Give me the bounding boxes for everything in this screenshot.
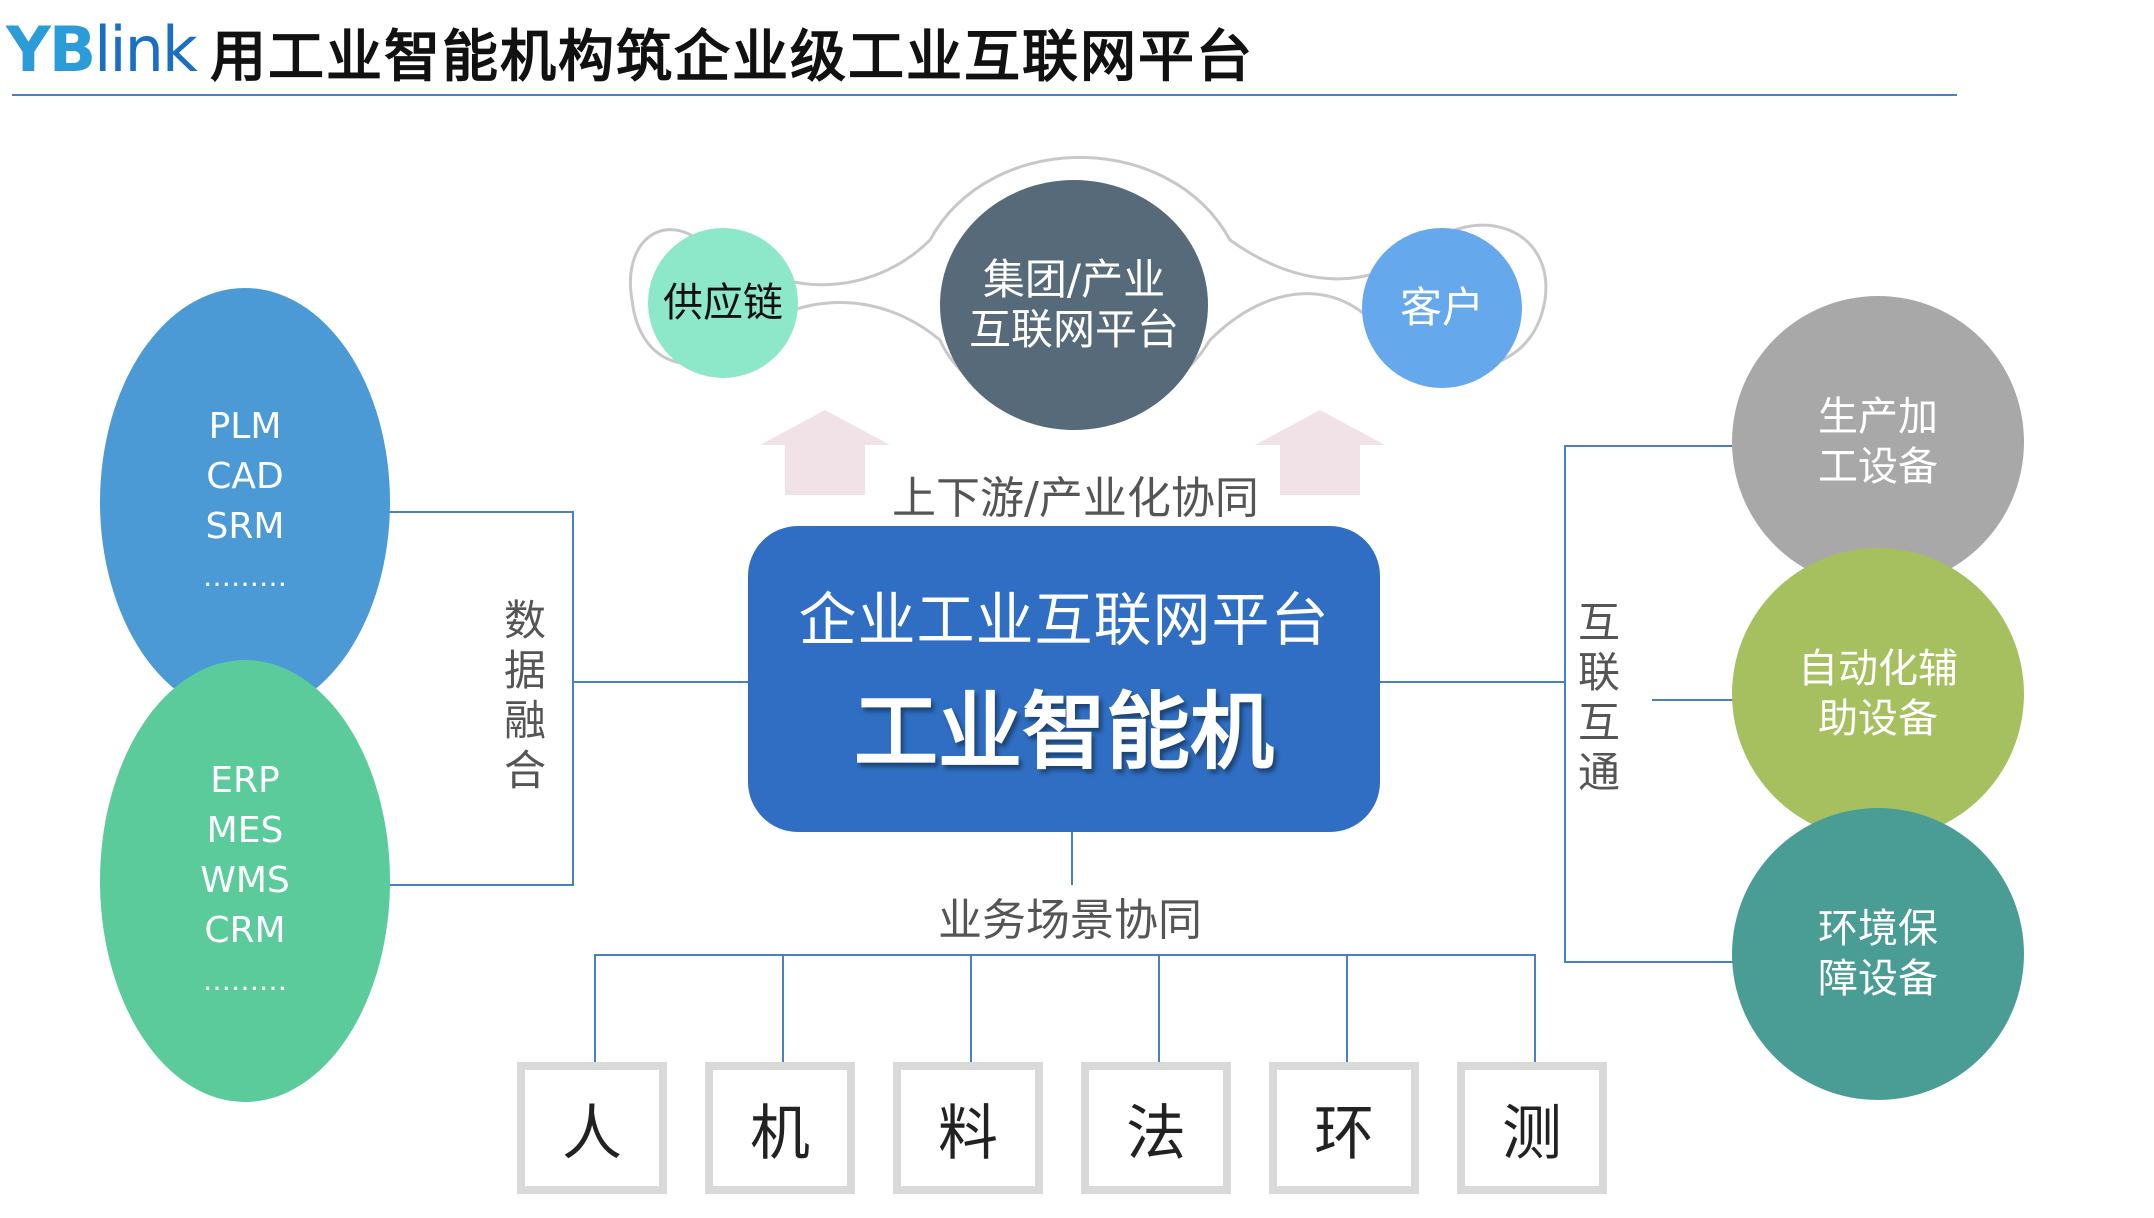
box-environment: 环	[1269, 1062, 1419, 1194]
ellipse-erp-mes-wms-crm: ERP MES WMS CRM ………	[100, 660, 390, 1102]
interconnect-label: 互联互通	[1577, 598, 1620, 797]
box-measurement: 测	[1457, 1062, 1607, 1194]
industrial-intelligent-machine-box: 企业工业互联网平台 工业智能机	[748, 526, 1380, 832]
box-material: 料	[893, 1062, 1043, 1194]
supply-chain-node: 供应链	[648, 228, 798, 378]
page-title: 用工业智能机构筑企业级工业互联网平台	[210, 25, 1254, 90]
box-method: 法	[1081, 1062, 1231, 1194]
group-platform-node: 集团/产业 互联网平台	[940, 180, 1208, 430]
title-underline	[12, 94, 1957, 96]
ellipse-plm-cad-srm: PLM CAD SRM ………	[100, 288, 390, 716]
center-subtitle: 企业工业互联网平台	[798, 585, 1330, 654]
box-people: 人	[517, 1062, 667, 1194]
production-equipment-node: 生产加 工设备	[1732, 296, 2024, 588]
automation-equipment-node: 自动化辅 助设备	[1732, 548, 2024, 840]
center-title: 工业智能机	[853, 682, 1274, 781]
customer-node: 客户	[1362, 228, 1522, 388]
environment-equipment-node: 环境保 障设备	[1732, 808, 2024, 1100]
box-machine: 机	[705, 1062, 855, 1194]
upstream-collab-label: 上下游/产业化协同	[892, 473, 1259, 524]
data-fusion-label: 数据融合	[503, 596, 546, 795]
business-scene-label: 业务场景协同	[938, 895, 1202, 946]
